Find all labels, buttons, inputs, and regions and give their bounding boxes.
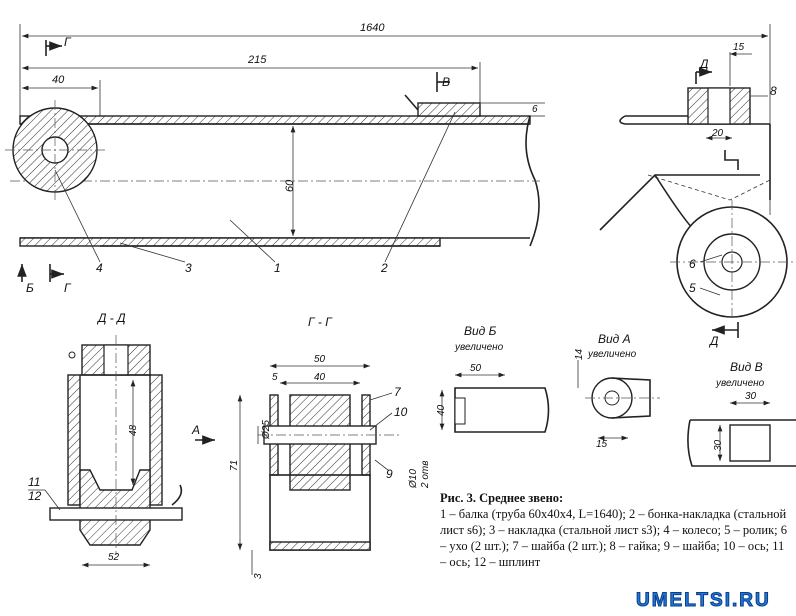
part-label-2: 2 (380, 261, 388, 275)
dim-vb-50: 50 (470, 363, 482, 374)
section-marker-d-bottom: Д (708, 334, 719, 348)
part-label-10: 10 (394, 405, 408, 419)
view-b-enlarged: увеличено (454, 342, 504, 353)
holes-note: 2 отв (420, 461, 431, 489)
section-marker-d-top: Д (698, 57, 709, 71)
dim-52: 52 (108, 552, 120, 563)
part-label-3: 3 (185, 261, 192, 275)
section-marker-v: В (442, 75, 450, 89)
view-v-enlarged: увеличено (715, 378, 765, 389)
view-a-title: Вид А (598, 332, 631, 346)
dim-vb-40: 40 (436, 404, 447, 416)
section-g-g: Г - Г 50 40 5 Ø25 71 3 А 7 10 9 Ø10 2 от… (191, 315, 431, 579)
part-label-8: 8 (770, 84, 777, 98)
caption-body: 1 – балка (труба 60х40х4, L=1640); 2 – б… (440, 507, 788, 569)
part-label-5: 5 (689, 281, 696, 295)
view-v-title: Вид В (730, 360, 763, 374)
view-b-title: Вид Б (464, 324, 497, 338)
section-d-d: Д - Д 48 52 11 12 (28, 311, 183, 568)
main-beam-view: 1640 215 40 Г 6 В 60 (5, 22, 795, 348)
section-marker-g-top: Г (64, 35, 72, 49)
dim-va-14: 14 (574, 348, 585, 360)
dim-40: 40 (52, 74, 65, 86)
view-b: Вид Б увеличено 50 40 (436, 324, 550, 433)
part-label-11: 11 (28, 475, 40, 489)
caption-title: Рис. 3. Среднее звено: (440, 491, 564, 505)
view-a: Вид А увеличено 14 15 (574, 332, 660, 450)
part-label-6: 6 (689, 257, 696, 271)
watermark-logo: UMELTSI.RU (636, 590, 771, 612)
dim-d25: Ø25 (261, 420, 272, 440)
part-label-12: 12 (28, 489, 42, 503)
dim-215: 215 (247, 54, 267, 66)
dim-48: 48 (128, 424, 139, 436)
dim-3: 3 (253, 573, 264, 579)
dim-5: 5 (272, 372, 278, 383)
section-marker-b: Б (26, 281, 34, 295)
dim-vv-30w: 30 (745, 391, 757, 402)
boss-plate (417, 102, 481, 117)
section-g-g-title: Г - Г (308, 315, 333, 329)
dim-50: 50 (314, 354, 326, 365)
figure-caption: Рис. 3. Среднее звено: 1 – балка (труба … (440, 490, 792, 570)
section-marker-g-bottom: Г (64, 281, 72, 295)
dim-vv-30h: 30 (713, 439, 724, 451)
dim-60: 60 (284, 179, 296, 192)
view-v: Вид В увеличено 30 30 (687, 360, 796, 467)
dim-40-gg: 40 (314, 372, 326, 383)
section-d-d-title: Д - Д (96, 311, 126, 325)
dim-1640: 1640 (360, 22, 385, 34)
dim-71: 71 (229, 460, 240, 471)
dim-15: 15 (733, 42, 745, 53)
dim-d10: Ø10 (408, 469, 419, 489)
dim-6: 6 (532, 104, 538, 115)
part-label-9: 9 (386, 467, 393, 481)
part-label-1: 1 (274, 261, 281, 275)
section-marker-a: А (191, 423, 200, 437)
dim-va-15: 15 (596, 439, 608, 450)
dim-20: 20 (711, 128, 724, 139)
part-label-7: 7 (394, 385, 402, 399)
part-label-4: 4 (96, 261, 103, 275)
view-a-enlarged: увеличено (587, 349, 637, 360)
